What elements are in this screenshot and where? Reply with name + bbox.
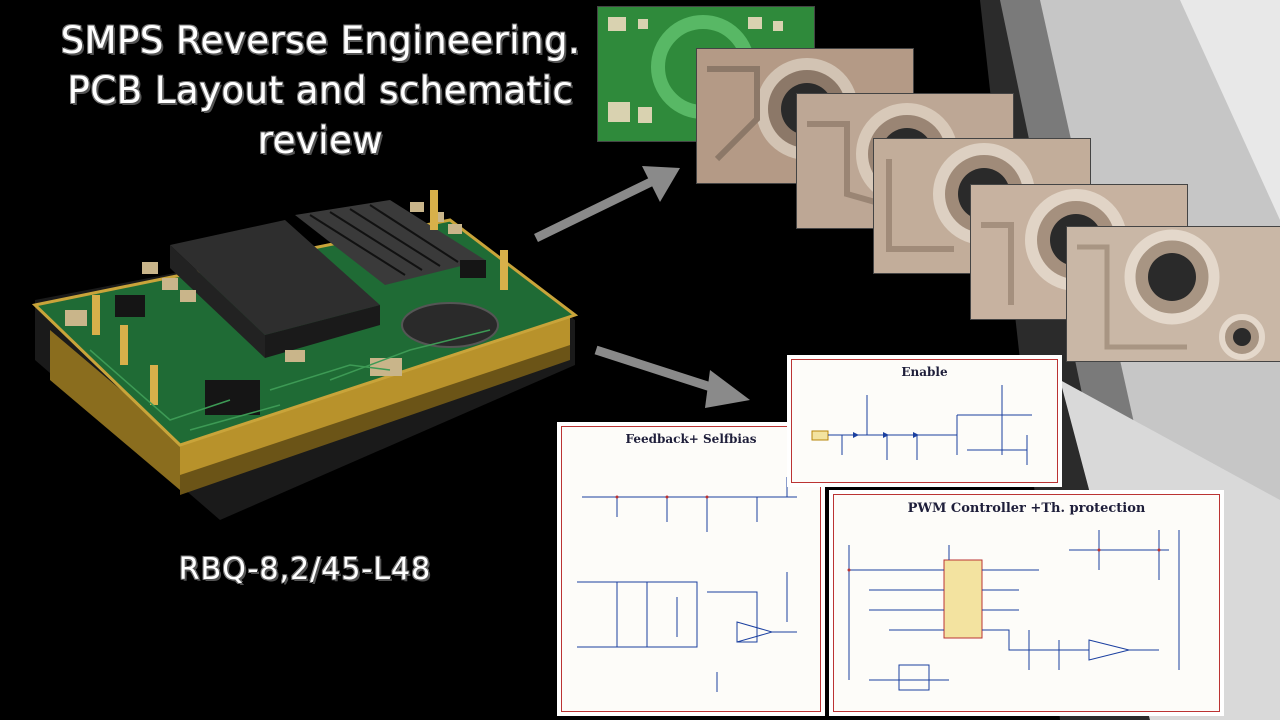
schematic-frame <box>561 426 821 712</box>
pcb-layer-6 <box>1066 226 1280 362</box>
schematic-enable-title: Enable <box>901 365 948 379</box>
arrow-to-pcb <box>534 166 680 243</box>
power-module-photo <box>31 190 579 520</box>
schematic-pwm-drawing <box>847 530 1180 691</box>
schematic-frame <box>791 359 1058 483</box>
schematic-enable-drawing <box>811 385 1032 465</box>
schematic-frame <box>833 494 1220 712</box>
schematic-enable: Enable <box>787 355 1062 487</box>
title-line-3: review <box>257 119 384 162</box>
arrow-to-schematic <box>594 345 750 408</box>
schematic-feedback: Feedback+ Selfbias <box>557 422 825 716</box>
schematic-feedback-title: Feedback+ Selfbias <box>625 432 757 446</box>
slide-title: SMPS Reverse Engineering. PCB Layout and… <box>28 16 613 166</box>
schematic-feedback-drawing <box>577 477 797 692</box>
schematic-pwm-title: PWM Controller +Th. protection <box>907 501 1146 516</box>
title-line-2: PCB Layout and schematic <box>67 69 574 112</box>
model-label: RBQ-8,2/45-L48 <box>178 552 432 587</box>
schematic-pwm-controller: PWM Controller +Th. protection <box>829 490 1224 716</box>
title-line-1: SMPS Reverse Engineering. <box>60 19 581 62</box>
